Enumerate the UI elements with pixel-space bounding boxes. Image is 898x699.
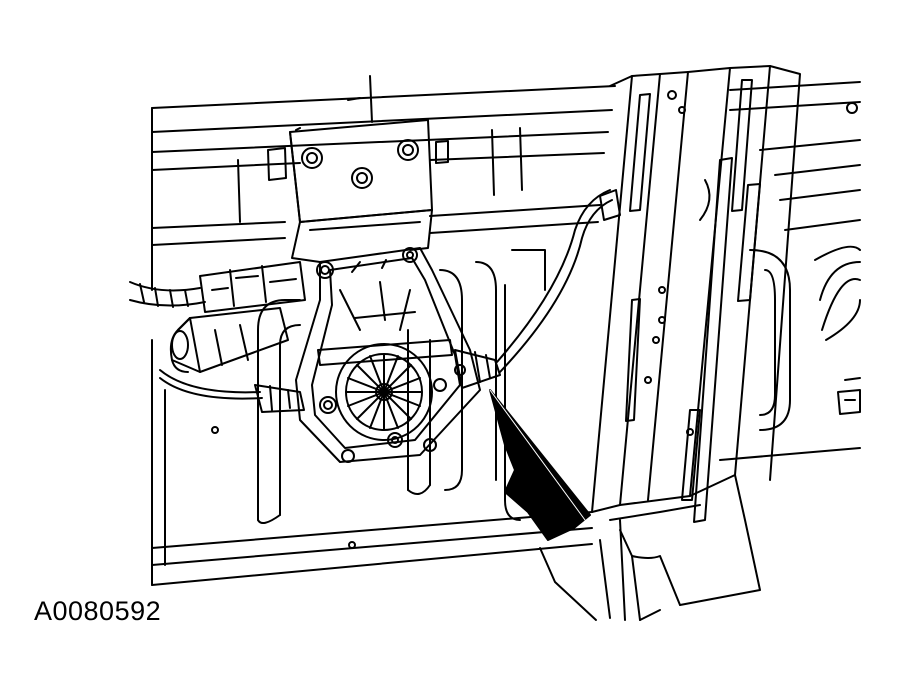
figure-id-label: A0080592 bbox=[34, 596, 162, 626]
regulator-cable-right bbox=[454, 189, 621, 389]
regulator-cable-left bbox=[159, 369, 305, 413]
window-motor bbox=[169, 307, 289, 373]
wiring-harness bbox=[129, 281, 206, 308]
door-inner-panel bbox=[151, 85, 616, 586]
motor-electrical-connector bbox=[199, 261, 306, 313]
door-pillar-channel bbox=[591, 65, 801, 621]
regulator-mounting-bracket bbox=[289, 75, 433, 263]
pointer-arrow bbox=[489, 389, 597, 621]
door-inner-panel-right bbox=[719, 81, 861, 461]
regulator-cable-drum-assembly bbox=[295, 247, 481, 463]
